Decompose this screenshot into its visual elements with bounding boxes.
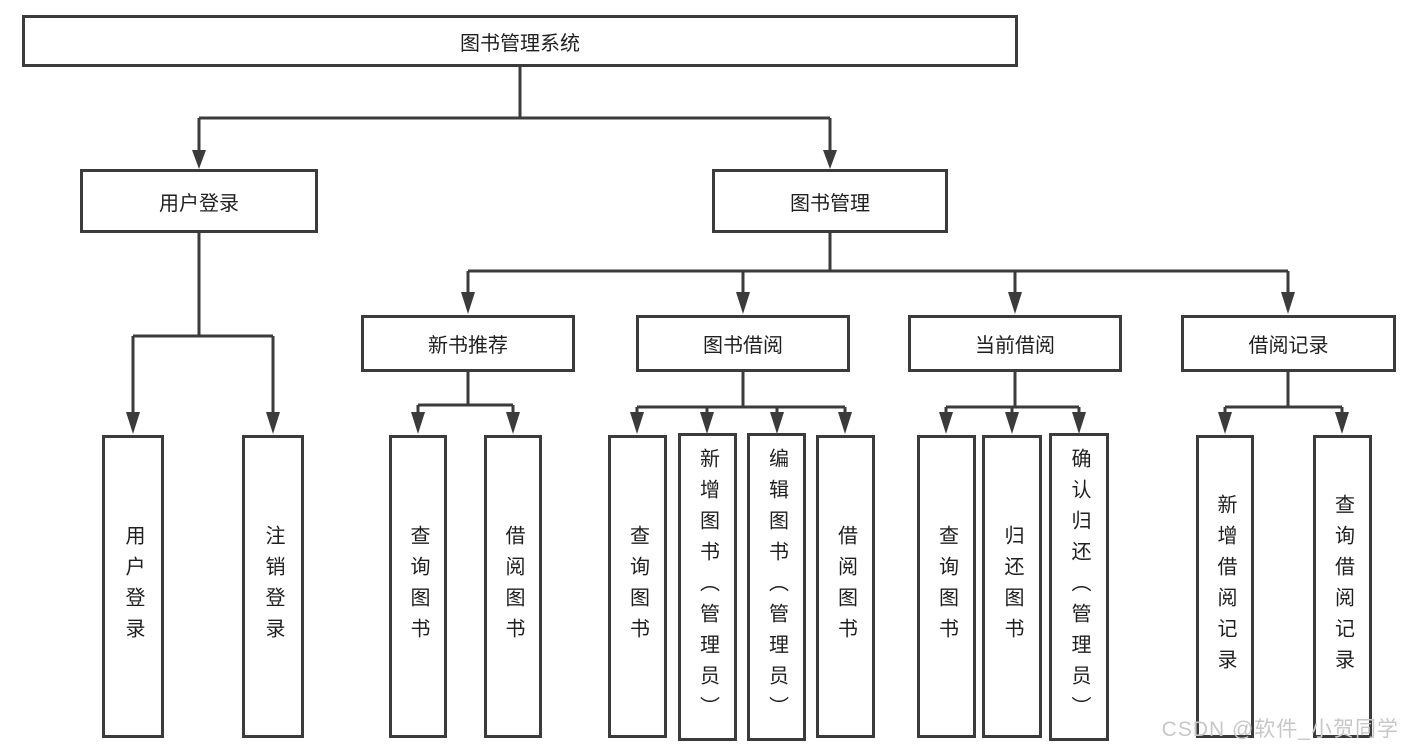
leaf-logout: 注销登录 <box>242 435 304 738</box>
node-user-login-label: 用户登录 <box>159 192 239 215</box>
node-book-borrowing: 图书借阅 <box>636 315 850 372</box>
leaf-bw-query-books-label: 查询图书 <box>626 524 649 649</box>
leaf-bw-borrow-books-label: 借阅图书 <box>834 524 857 649</box>
leaf-bw-query-books: 查询图书 <box>608 435 667 738</box>
leaf-user-login: 用户登录 <box>102 435 164 738</box>
leaf-rc-query-record: 查询借阅记录 <box>1313 435 1372 738</box>
node-current-borrowing-label: 当前借阅 <box>975 335 1055 357</box>
leaf-rc-add-record-label: 新增借阅记录 <box>1214 493 1236 680</box>
leaf-nb-query-books: 查询图书 <box>389 435 447 738</box>
leaf-nb-query-books-label: 查询图书 <box>407 524 429 649</box>
leaf-bw-edit-books-admin: 编辑图书（管理员） <box>747 433 806 741</box>
leaf-cu-confirm-return-admin: 确认归还（管理员） <box>1049 433 1109 741</box>
watermark: CSDN @软件_小贺同学 <box>1161 718 1399 741</box>
leaf-nb-borrow-books-label: 借阅图书 <box>502 524 524 649</box>
leaf-nb-borrow-books: 借阅图书 <box>484 435 542 738</box>
leaf-bw-edit-books-admin-label: 编辑图书（管理员） <box>765 447 788 727</box>
leaf-user-login-label: 用户登录 <box>122 524 144 649</box>
node-library-system-label: 图书管理系统 <box>460 32 580 55</box>
node-user-login: 用户登录 <box>80 169 318 233</box>
leaf-cu-query-books-label: 查询图书 <box>935 524 958 649</box>
leaf-logout-label: 注销登录 <box>262 524 284 649</box>
node-book-management: 图书管理 <box>712 169 948 233</box>
leaf-bw-add-books-admin: 新增图书（管理员） <box>678 433 737 741</box>
node-book-management-label: 图书管理 <box>790 192 870 215</box>
leaf-bw-add-books-admin-label: 新增图书（管理员） <box>696 447 719 727</box>
leaf-cu-query-books: 查询图书 <box>917 435 976 738</box>
node-book-borrowing-label: 图书借阅 <box>703 335 783 357</box>
node-new-book-recommend-label: 新书推荐 <box>428 335 508 357</box>
node-current-borrowing: 当前借阅 <box>908 315 1122 372</box>
leaf-cu-return-books-label: 归还图书 <box>1001 524 1023 649</box>
node-borrow-records-label: 借阅记录 <box>1248 335 1329 357</box>
node-borrow-records: 借阅记录 <box>1181 315 1396 372</box>
node-library-system: 图书管理系统 <box>22 15 1018 67</box>
node-new-book-recommend: 新书推荐 <box>361 315 575 372</box>
leaf-rc-query-record-label: 查询借阅记录 <box>1331 493 1354 680</box>
leaf-cu-confirm-return-admin-label: 确认归还（管理员） <box>1068 447 1090 727</box>
leaf-bw-borrow-books: 借阅图书 <box>816 435 875 738</box>
leaf-cu-return-books: 归还图书 <box>982 435 1042 738</box>
leaf-rc-add-record: 新增借阅记录 <box>1196 435 1254 738</box>
